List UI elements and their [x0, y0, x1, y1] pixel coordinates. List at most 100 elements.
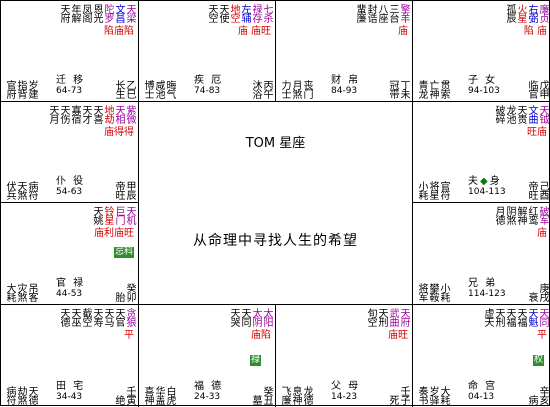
- age-range: 104-113: [468, 187, 506, 197]
- age-range: 34-43: [56, 392, 83, 402]
- palace-name: 福 德: [194, 381, 224, 392]
- star-label: 天福: [504, 308, 515, 326]
- minor-star-label: 力士: [279, 80, 290, 98]
- stem-branch: 癸丑: [261, 386, 272, 404]
- star-label: 破军: [537, 206, 548, 224]
- star-label: 三台: [387, 4, 398, 22]
- minor-star-label: 天煞: [15, 181, 26, 199]
- star-label: 天钺: [537, 105, 548, 123]
- star-label: 文曲: [526, 105, 537, 123]
- minor-star-label: 攀鞍: [427, 283, 438, 301]
- brightness-state: 庙旺: [388, 330, 408, 341]
- star-label: 天刑: [493, 308, 504, 326]
- minor-star-label: 病符: [26, 181, 37, 199]
- stem-branch: 癸卯: [124, 283, 135, 301]
- growth-stage: 帝旺: [526, 181, 537, 199]
- star-label: 八座: [376, 4, 387, 22]
- palace-name: 官 禄: [56, 278, 86, 289]
- star-label: 天刑: [376, 308, 387, 326]
- star-label: 天同: [239, 308, 250, 326]
- minor-star-label: 天德: [26, 386, 37, 404]
- star-label: 擎羊: [398, 4, 409, 22]
- growth-stage: 长生: [113, 80, 124, 98]
- center-subtitle: 从命理中寻找人生的希望: [193, 233, 358, 249]
- star-label: 火星: [515, 4, 526, 22]
- brightness-state: 旺庙: [527, 127, 547, 138]
- star-label: 天福: [515, 308, 526, 326]
- star-label: 天寿: [91, 308, 102, 326]
- star-label: 天官: [113, 308, 124, 326]
- age-range: 24-33: [194, 392, 221, 402]
- star-label: 天喜: [91, 105, 102, 123]
- palace-name: 仆 役: [56, 176, 86, 187]
- star-label: 巨门: [113, 206, 124, 224]
- age-range: 64-73: [56, 86, 83, 96]
- star-label: 天相: [113, 105, 124, 123]
- brightness-state: 庙得得: [104, 127, 134, 138]
- minor-star-label: 晦气: [164, 80, 175, 98]
- growth-stage: 衰: [526, 292, 537, 301]
- star-label: 天梁: [124, 4, 135, 22]
- growth-stage: 沐浴: [250, 80, 261, 98]
- minor-star-label: 息神: [290, 386, 301, 404]
- stem-branch: 甲辰: [124, 181, 135, 199]
- minor-star-label: 劫煞: [15, 386, 26, 404]
- minor-star-label: 喜神: [142, 386, 153, 404]
- growth-stage: 临官: [526, 80, 537, 98]
- star-label: 解神: [515, 206, 526, 224]
- chart-center-panel: TOM 星座 从命理中寻找人生的希望: [139, 102, 413, 305]
- brightness-state: 庙: [537, 228, 547, 239]
- star-label: 天魁: [526, 308, 537, 326]
- minor-star-label: 亡神: [427, 80, 438, 98]
- star-label: 天伤: [58, 105, 69, 123]
- star-label: 破碎: [493, 105, 504, 123]
- stem-branch: 丙午: [261, 80, 272, 98]
- transform-badge: 禄: [250, 355, 262, 366]
- palace-name: 命 宫: [468, 381, 498, 392]
- palace-name: 夫◆身: [468, 176, 502, 187]
- brightness-state: 庙陷: [251, 330, 271, 341]
- stem-branch: 乙巳: [124, 80, 135, 98]
- minor-star-label: 将星: [427, 181, 438, 199]
- star-label: 天德: [58, 308, 69, 326]
- star-label: 廉贞: [537, 4, 548, 22]
- minor-star-label: 吊客: [26, 283, 37, 301]
- minor-star-label: 伏兵: [4, 181, 15, 199]
- star-label: 天使: [217, 4, 228, 22]
- star-label: 地空: [228, 4, 239, 22]
- age-range: 04-13: [468, 392, 495, 402]
- star-label: 天机: [124, 206, 135, 224]
- palace-name: 迁 移: [56, 75, 86, 86]
- growth-stage: 绝: [113, 395, 124, 404]
- growth-stage: 墓: [250, 395, 261, 404]
- star-label: 七杀: [261, 4, 272, 22]
- minor-star-label: 博士: [142, 80, 153, 98]
- brightness-state: 陷 庙: [523, 26, 547, 37]
- age-range: 114-123: [468, 289, 506, 299]
- growth-stage: 死: [387, 395, 398, 404]
- minor-star-label: 大耗: [438, 386, 449, 404]
- stem-branch: 壬子: [398, 386, 409, 404]
- palace-name: 兄 弟: [468, 278, 498, 289]
- brightness-state: 平: [124, 330, 134, 341]
